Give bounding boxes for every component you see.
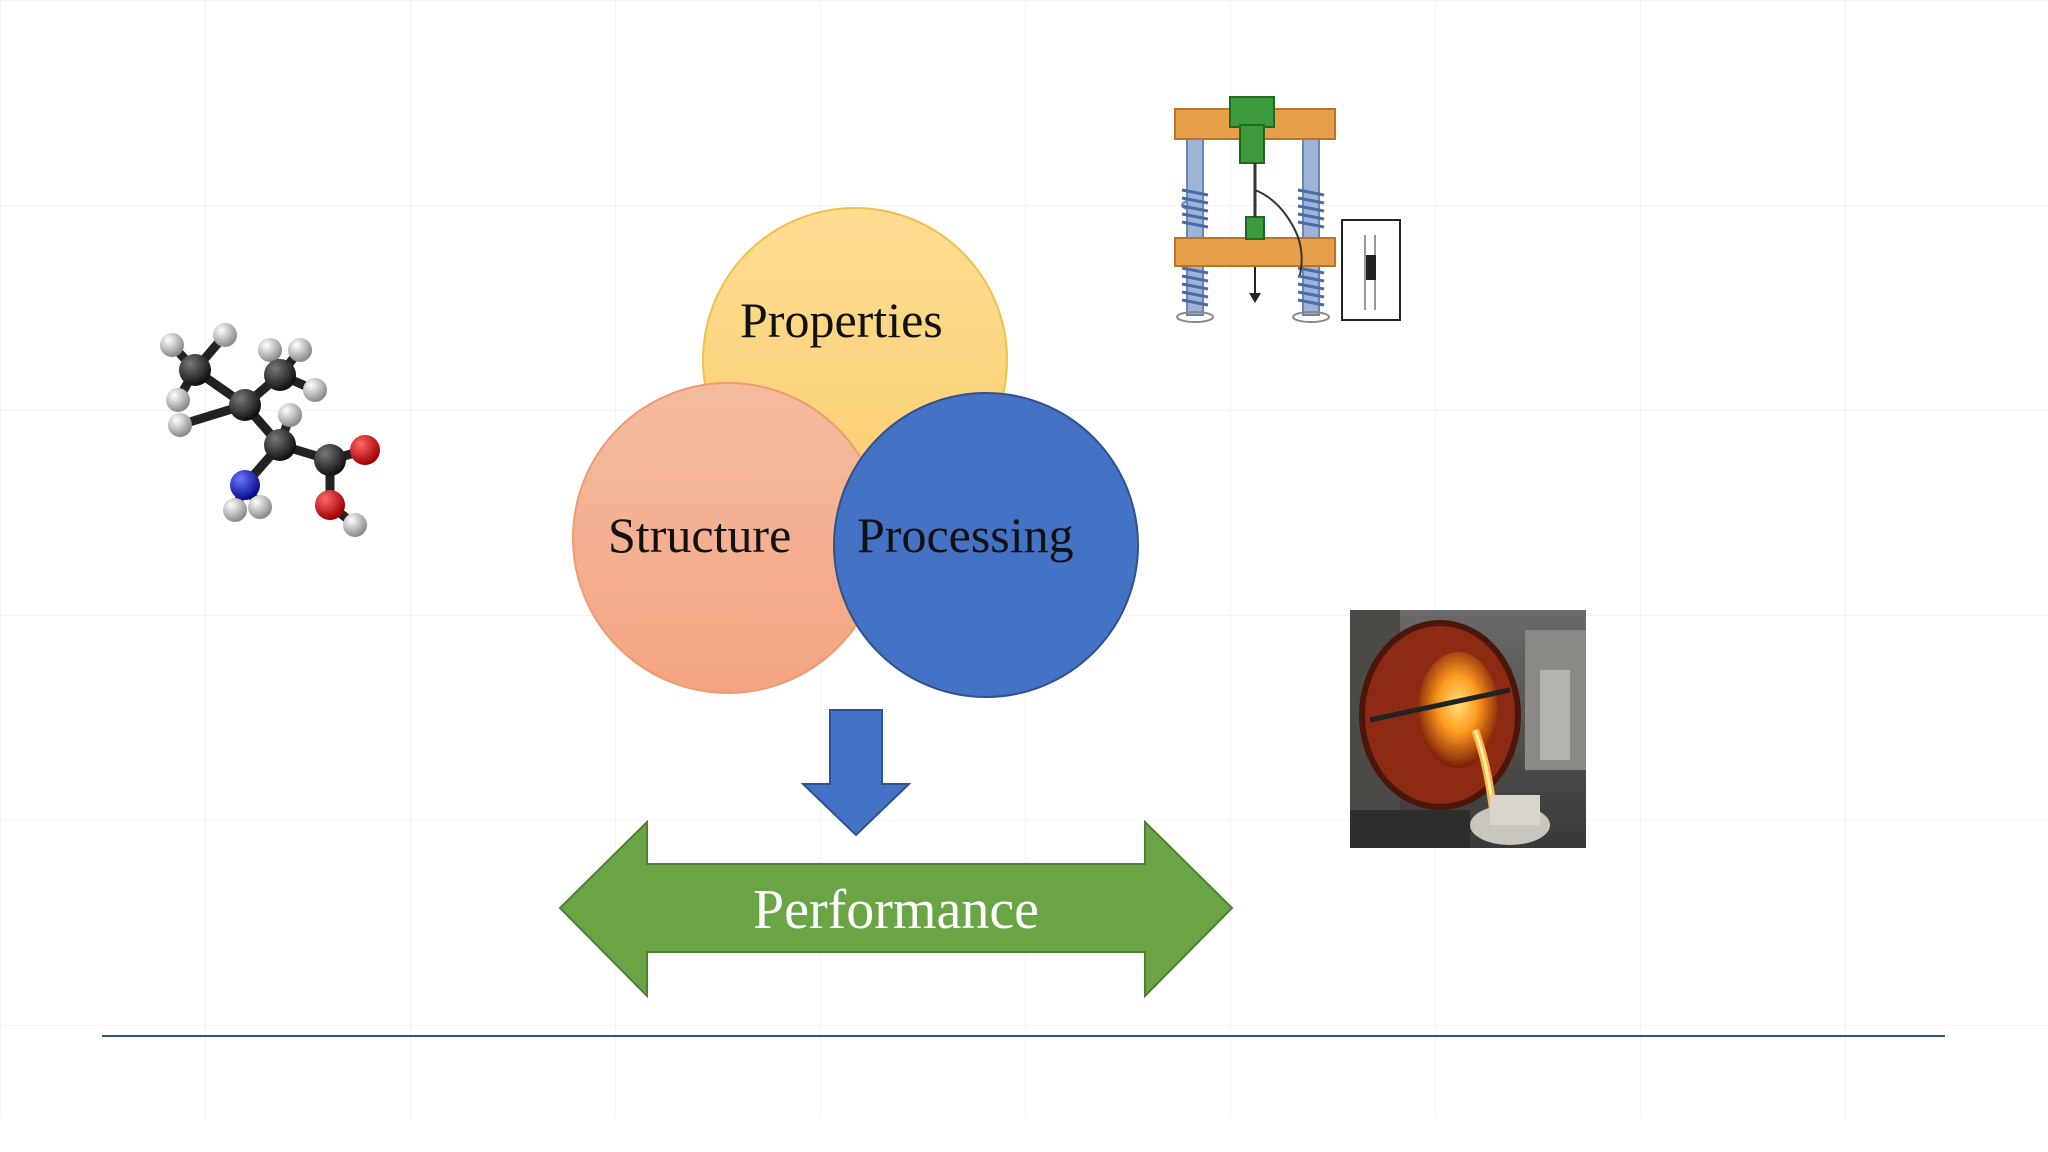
footer-divider — [102, 1035, 1945, 1037]
processing-circle — [833, 392, 1139, 698]
molecule-icon — [160, 323, 380, 537]
performance-double-arrow — [558, 820, 1234, 999]
venn-circles — [572, 207, 1139, 698]
tensile-testing-machine-icon — [1174, 96, 1401, 323]
structure-label: Structure — [608, 507, 792, 563]
down-arrow — [800, 709, 912, 837]
molten-metal-casting-photo — [1350, 610, 1586, 848]
performance-label: Performance — [752, 879, 1040, 941]
processing-label: Processing — [857, 507, 1074, 563]
properties-label: Properties — [740, 292, 943, 348]
